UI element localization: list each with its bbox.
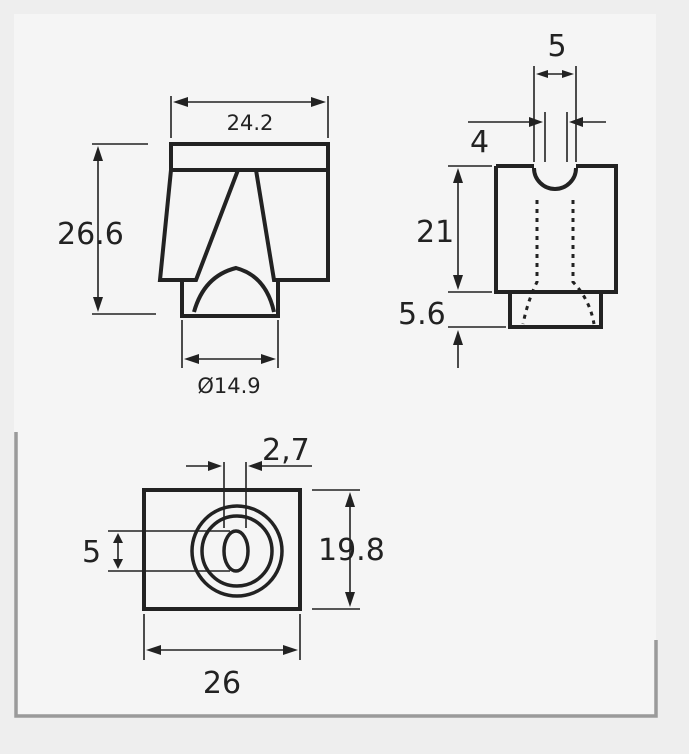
front-right-section xyxy=(253,168,330,282)
top-view xyxy=(142,488,302,611)
front-view xyxy=(157,142,330,318)
front-bore-label: Ø14.9 xyxy=(197,374,260,398)
front-width-dimension: 24.2 xyxy=(170,96,329,138)
front-height-label: 26.6 xyxy=(57,217,124,252)
panel-frame xyxy=(14,432,658,718)
front-bore-curve xyxy=(192,265,276,313)
top-offset-label: 2,7 xyxy=(262,433,310,468)
side-step-label: 5.6 xyxy=(398,297,446,332)
top-body xyxy=(142,488,302,611)
top-hole-dimension: 5 xyxy=(82,530,230,572)
top-height-label: 19.8 xyxy=(318,533,385,568)
side-top-width-label: 5 xyxy=(547,29,566,64)
front-height-dimension: 26.6 xyxy=(57,143,156,315)
front-left-section xyxy=(157,168,241,282)
side-step-dimension: 5.6 xyxy=(398,297,506,368)
front-width-label: 24.2 xyxy=(227,111,274,135)
side-hidden-line-right xyxy=(571,200,596,325)
side-slot-label: 4 xyxy=(470,125,489,160)
top-inner-ring xyxy=(200,514,274,588)
side-slot-dimension: 4 xyxy=(468,112,606,162)
front-bore-dimension: Ø14.9 xyxy=(181,320,279,398)
top-width-dimension: 26 xyxy=(143,614,301,701)
top-height-dimension: 19.8 xyxy=(312,489,385,610)
side-top-width-dimension: 5 xyxy=(533,29,577,162)
top-width-label: 26 xyxy=(203,666,241,701)
drawing-panel xyxy=(14,14,656,714)
top-hole-label: 5 xyxy=(82,535,101,570)
side-height-dimension: 21 xyxy=(416,165,492,293)
side-view xyxy=(494,164,618,329)
top-center-hole xyxy=(222,529,250,573)
top-offset-dimension: 2,7 xyxy=(186,433,312,528)
side-body xyxy=(494,164,618,294)
side-height-label: 21 xyxy=(416,215,454,250)
front-top-band xyxy=(169,142,330,172)
side-bottom-step xyxy=(508,292,603,329)
front-bottom-step xyxy=(180,280,280,318)
side-hidden-line-left xyxy=(521,200,539,325)
side-slot-circle xyxy=(532,167,578,191)
top-outer-ring xyxy=(190,504,284,598)
